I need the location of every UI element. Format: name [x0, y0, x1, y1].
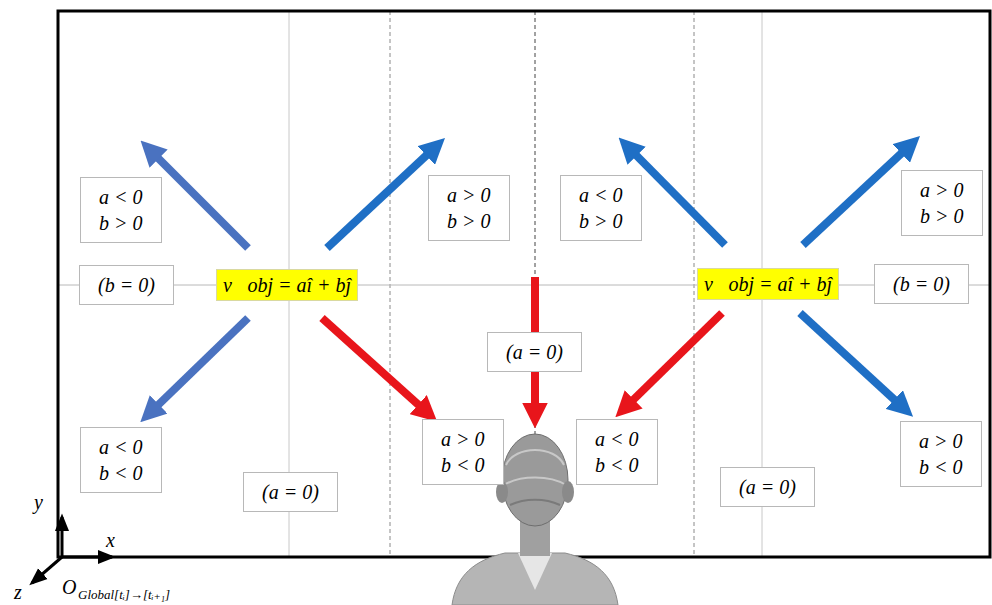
dashed-line [390, 11, 391, 556]
quadrant-box: a > 0b < 0 [900, 421, 982, 487]
velocity-arrow [155, 155, 248, 248]
origin-subscript: Global[tᵢ]→[tᵢ₊₁] [78, 588, 170, 601]
quadrant-box: a > 0b > 0 [901, 170, 983, 236]
quadrant-box: (a = 0) [487, 332, 582, 372]
frame [58, 11, 990, 557]
condition-text: a < 0 [595, 426, 639, 452]
condition-text: b < 0 [919, 454, 963, 480]
dashed-line [694, 11, 695, 556]
velocity-arrow [800, 313, 898, 403]
origin-label: O [62, 577, 76, 597]
observer-hair [504, 478, 566, 486]
vector-label: v⃗obj = aî + bĵ [216, 269, 358, 301]
quadrant-box: (a = 0) [720, 467, 815, 507]
quadrant-box: (b = 0) [79, 265, 174, 305]
condition-text: b < 0 [595, 452, 639, 478]
condition-text: b > 0 [579, 208, 623, 234]
velocity-arrow [322, 318, 422, 408]
condition-text: a < 0 [99, 434, 143, 460]
velocity-arrow [803, 150, 905, 245]
quadrant-box: (b = 0) [874, 264, 969, 304]
axis-label: y [34, 492, 43, 512]
observer-hair [506, 450, 564, 465]
condition-text: (a = 0) [262, 479, 319, 505]
observer-ear [562, 481, 574, 503]
vector-label: v⃗obj = aî + bĵ [697, 268, 839, 300]
condition-text: (b = 0) [98, 272, 155, 298]
observer-shoulders [452, 553, 618, 605]
quadrant-box: a < 0b < 0 [80, 427, 162, 493]
condition-text: b > 0 [447, 208, 491, 234]
observer-collar [518, 553, 552, 590]
velocity-arrow [155, 318, 248, 408]
axis-arrow [61, 517, 64, 557]
condition-text: b > 0 [99, 210, 143, 236]
condition-text: b < 0 [99, 460, 143, 486]
condition-text: a < 0 [99, 184, 143, 210]
vector-text: v⃗obj = aî + bĵ [223, 272, 351, 298]
axis-arrow [62, 556, 112, 559]
vector-text: v⃗obj = aî + bĵ [704, 271, 832, 297]
axis-arrow [32, 557, 62, 583]
quadrant-box: (a = 0) [243, 472, 338, 512]
axis-label: z [14, 582, 22, 602]
velocity-arrow [630, 313, 722, 403]
condition-text: (b = 0) [893, 271, 950, 297]
condition-text: b > 0 [920, 203, 964, 229]
condition-text: a > 0 [920, 177, 964, 203]
axis-label: x [106, 530, 115, 550]
condition-text: a < 0 [579, 182, 623, 208]
velocity-arrow [633, 152, 725, 245]
condition-text: (a = 0) [506, 339, 563, 365]
condition-text: b < 0 [441, 452, 485, 478]
condition-text: a > 0 [441, 426, 485, 452]
quadrant-box: a < 0b > 0 [560, 175, 642, 241]
quadrant-box: a < 0b > 0 [80, 177, 162, 243]
velocity-arrow [327, 152, 430, 248]
condition-text: a > 0 [447, 182, 491, 208]
observer-head [502, 434, 568, 526]
condition-text: a > 0 [919, 428, 963, 454]
quadrant-box: a > 0b > 0 [428, 175, 510, 241]
grid-line [58, 285, 990, 286]
quadrant-box: a > 0b < 0 [422, 419, 504, 485]
quadrant-box: a < 0b < 0 [576, 419, 658, 485]
condition-text: (a = 0) [739, 474, 796, 500]
observer-hair [510, 500, 560, 505]
